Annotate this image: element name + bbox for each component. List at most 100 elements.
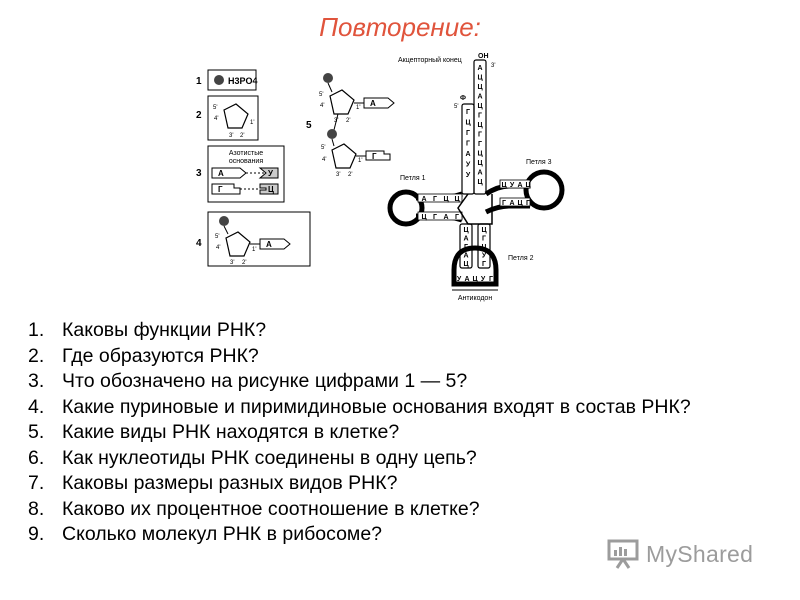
- watermark-text: MyShared: [646, 540, 754, 567]
- loop-1-label: Петля 1: [400, 175, 426, 182]
- three-prime-label: 3': [491, 63, 495, 69]
- question-number: 5.: [28, 421, 45, 443]
- nucleotide-letter: А: [463, 236, 468, 243]
- base-cytosine: Ц: [268, 185, 274, 194]
- nucleotide-letter: Ц: [481, 227, 487, 234]
- question-item: 4. Какие пуриновые и пиримидиновые основа…: [28, 395, 748, 421]
- slide-title: Повторение:: [319, 12, 481, 42]
- question-item: 1. Каковы функции РНК?: [28, 318, 748, 344]
- nucleotide-letter: Ц: [477, 151, 483, 158]
- nucleotide-letter: Ц: [463, 227, 469, 234]
- question-number: 2.: [28, 344, 45, 367]
- nucleotide-letter: Ц: [525, 182, 531, 189]
- nucleotide-letter: А: [517, 182, 522, 189]
- five-prime-label: 5': [454, 104, 458, 110]
- nucleotide-letter: У: [466, 162, 471, 169]
- carbon-label: 4': [322, 157, 326, 163]
- carbon-label: 2': [346, 118, 350, 124]
- nucleotide-letter: А: [464, 276, 469, 283]
- bases-box-title: Азотистые: [229, 150, 263, 157]
- carbon-label: 3': [229, 133, 233, 139]
- nucleotide-letter: Ц: [477, 122, 483, 129]
- loop-2-label: Петля 2: [508, 255, 534, 262]
- nucleotide-letter: Г: [478, 113, 482, 120]
- carbon-label: 5': [215, 234, 219, 240]
- question-text: Какие пуриновые и пиримидиновые основани…: [62, 395, 691, 418]
- carbon-label: 4': [214, 116, 218, 122]
- nucleotide-letter: А: [443, 214, 448, 221]
- carbon-label: 5': [319, 92, 323, 98]
- nucleotide-letter: Ц: [501, 182, 507, 189]
- question-item: 7. Каковы размеры разных видов РНК?: [28, 471, 748, 497]
- question-item: 8. Каково их процентное соотношение в кле…: [28, 497, 748, 523]
- nucleotide-letter: У: [481, 276, 486, 283]
- question-text: Каковы размеры разных видов РНК?: [62, 472, 398, 494]
- anticodon-label: Антикодон: [458, 295, 493, 302]
- figure-label-1: 1: [196, 76, 202, 87]
- carbon-label: 3': [230, 260, 234, 266]
- nucleotide-letter: Ц: [465, 120, 471, 127]
- oh-label: ОН: [478, 53, 489, 60]
- nucleotide-letter: Г: [433, 214, 437, 221]
- nucleotide-letter: А: [477, 94, 482, 101]
- nucleotide-letter: Ц: [421, 214, 427, 221]
- question-text: Какие виды РНК находятся в клетке?: [62, 421, 400, 443]
- base-uracil: У: [268, 169, 274, 178]
- nucleotide-letter: Ц: [477, 179, 483, 186]
- question-number: 4.: [28, 395, 45, 418]
- nucleotide-letter: Г: [433, 196, 437, 203]
- rna-structure-figure: 1 H3PO4 2 5' 4' 3' 2' 1' 3 Азотистые осн…: [196, 53, 565, 302]
- question-text: Как нуклеотиды РНК соединены в одну цепь…: [62, 446, 477, 469]
- carbon-label: 5': [321, 145, 325, 151]
- question-text: Каково их процентное соотношение в клетк…: [62, 497, 480, 520]
- myshared-watermark: MyShared: [606, 536, 753, 572]
- carbon-label: 2': [240, 133, 244, 139]
- carbon-label: 3': [336, 172, 340, 178]
- nucleotide-letter: Ц: [463, 261, 469, 268]
- nucleotide-letter: Ц: [477, 160, 483, 167]
- nitrogenous-bases-box: Азотистые основания А У Г Ц: [207, 145, 285, 203]
- question-number: 1.: [28, 319, 45, 341]
- nucleotide-letter: Г: [466, 130, 470, 137]
- question-item: 5. Какие виды РНК находятся в клетке?: [28, 420, 748, 446]
- figure-label-4: 4: [196, 238, 202, 249]
- trna-cloverleaf: Акцепторный конец ОН 3' 5' Ф Петля 1 Пет…: [387, 53, 565, 302]
- figure-label-5: 5: [306, 120, 312, 131]
- nucleotide-letter: Ц: [477, 84, 483, 91]
- figure-label-3: 3: [196, 168, 202, 179]
- base-adenine: А: [218, 169, 224, 178]
- bases-box-subtitle: основания: [229, 158, 263, 165]
- nucleotide-letter: Ц: [517, 200, 523, 207]
- nucleotide-letter: Ц: [472, 276, 478, 283]
- nucleotide-letter: Ц: [477, 103, 483, 110]
- nucleotide-letter: Г: [466, 109, 470, 116]
- nucleotide-letter: А: [421, 196, 426, 203]
- carbon-label: 2': [348, 172, 352, 178]
- question-text: Сколько молекул РНК в рибосоме?: [62, 523, 383, 545]
- base-guanine: Г: [218, 185, 223, 194]
- nucleotide-letter: А: [509, 200, 514, 207]
- presentation-screen-icon: [607, 539, 639, 569]
- question-text: Где образуются РНК?: [62, 344, 259, 367]
- question-item: 9.Сколько молекул РНК в рибосоме?: [28, 522, 748, 548]
- question-number: 8.: [28, 497, 45, 520]
- nucleotide-letter: Г: [455, 214, 459, 221]
- nucleotide-letter: А: [465, 151, 470, 158]
- nucleotide-letter: Г: [466, 141, 470, 148]
- carbon-label: 1': [358, 158, 362, 164]
- phosphate-formula: H3PO4: [228, 76, 258, 86]
- question-text: Каковы функции РНК?: [62, 319, 267, 341]
- acceptor-end-label: Акцепторный конец: [398, 56, 462, 64]
- nucleotide-letter: Ц: [443, 196, 449, 203]
- nucleotide-letter: А: [477, 170, 482, 177]
- nucleotide-base: А: [370, 99, 376, 108]
- loop-3-label: Петля 3: [526, 159, 552, 166]
- question-number: 7.: [28, 472, 45, 494]
- nucleotide-letter: Г: [482, 236, 486, 243]
- phosphate-group: H3PO4: [207, 69, 258, 91]
- nucleotide-letter: У: [482, 253, 487, 260]
- nucleotide-letter: Г: [482, 261, 486, 268]
- nucleotide-letter: Г: [502, 200, 506, 207]
- question-item: 2. Где образуются РНК?: [28, 344, 748, 370]
- dinucleotide-chain: 5' 4' 3' 2' 1' А 5' 4' 3' 2' 1' Г: [319, 73, 395, 178]
